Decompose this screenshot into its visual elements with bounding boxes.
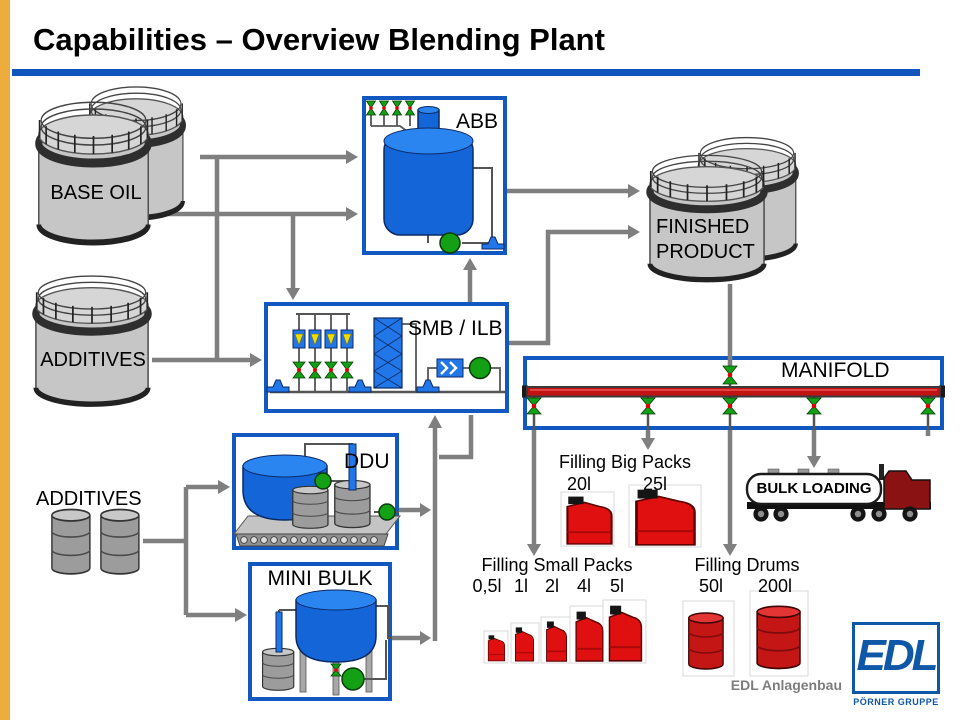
mini-bulk-graphic	[261, 589, 392, 696]
filling-big-packs-title: Filling Big Packs	[558, 452, 692, 472]
manifold-label: MANIFOLD	[781, 359, 890, 382]
manifold-graphic	[522, 284, 945, 556]
manifold-drop-arrows	[527, 438, 821, 556]
edl-logo-group-text: PÖRNER GRUPPE	[853, 697, 939, 707]
filling-drums-title: Filling Drums	[694, 555, 800, 575]
left-accent-bar	[0, 0, 10, 720]
edl-logo: EDL	[852, 622, 940, 694]
edl-logo-text: EDL	[856, 631, 939, 680]
drum-size-50l: 50l	[698, 576, 724, 596]
manifold-valves	[526, 365, 936, 415]
base-oil-label: BASE OIL	[50, 182, 142, 204]
ddu-label: DDU	[344, 450, 390, 473]
drum-size-200l: 200l	[757, 576, 793, 596]
big-pack-size-25l: 25l	[642, 474, 668, 494]
footer-company-text: EDL Anlagenbau	[730, 677, 842, 693]
filling-small-packs-title: Filling Small Packs	[481, 555, 633, 575]
small-pack-size-1l: 1l	[513, 576, 528, 596]
mini-bulk-label: MINI BULK	[267, 567, 373, 590]
smb-ilb-dosing-graphic	[266, 313, 505, 394]
flow-arrowheads	[218, 150, 640, 645]
bulk-loading-truck	[745, 464, 931, 522]
ddu-drum-decanting-graphic	[232, 443, 402, 547]
small-pack-size-2l: 2l	[544, 576, 559, 596]
small-pack-size-5l: 5l	[609, 576, 624, 596]
finished-product-label-line2: PRODUCT	[656, 241, 755, 263]
additives-tank-label: ADDITIVES	[40, 349, 146, 371]
small-pack-size-05l: 0,5l	[472, 576, 502, 596]
smb-ilb-label: SMB / ILB	[408, 317, 503, 340]
abb-label: ABB	[456, 110, 499, 133]
big-pack-size-20l: 20l	[566, 474, 592, 494]
slide-title: Capabilities – Overview Blending Plant	[33, 22, 605, 57]
filling-drums-graphic	[687, 605, 801, 670]
title-rule	[12, 69, 920, 76]
flow-lines	[143, 154, 628, 641]
additives-drums-label: ADDITIVES	[36, 488, 142, 510]
abb-blender-graphic	[365, 100, 505, 254]
bulk-loading-label: BULK LOADING	[756, 480, 872, 497]
finished-product-label-line1: FINISHED	[656, 216, 750, 238]
small-pack-size-4l: 4l	[576, 576, 591, 596]
